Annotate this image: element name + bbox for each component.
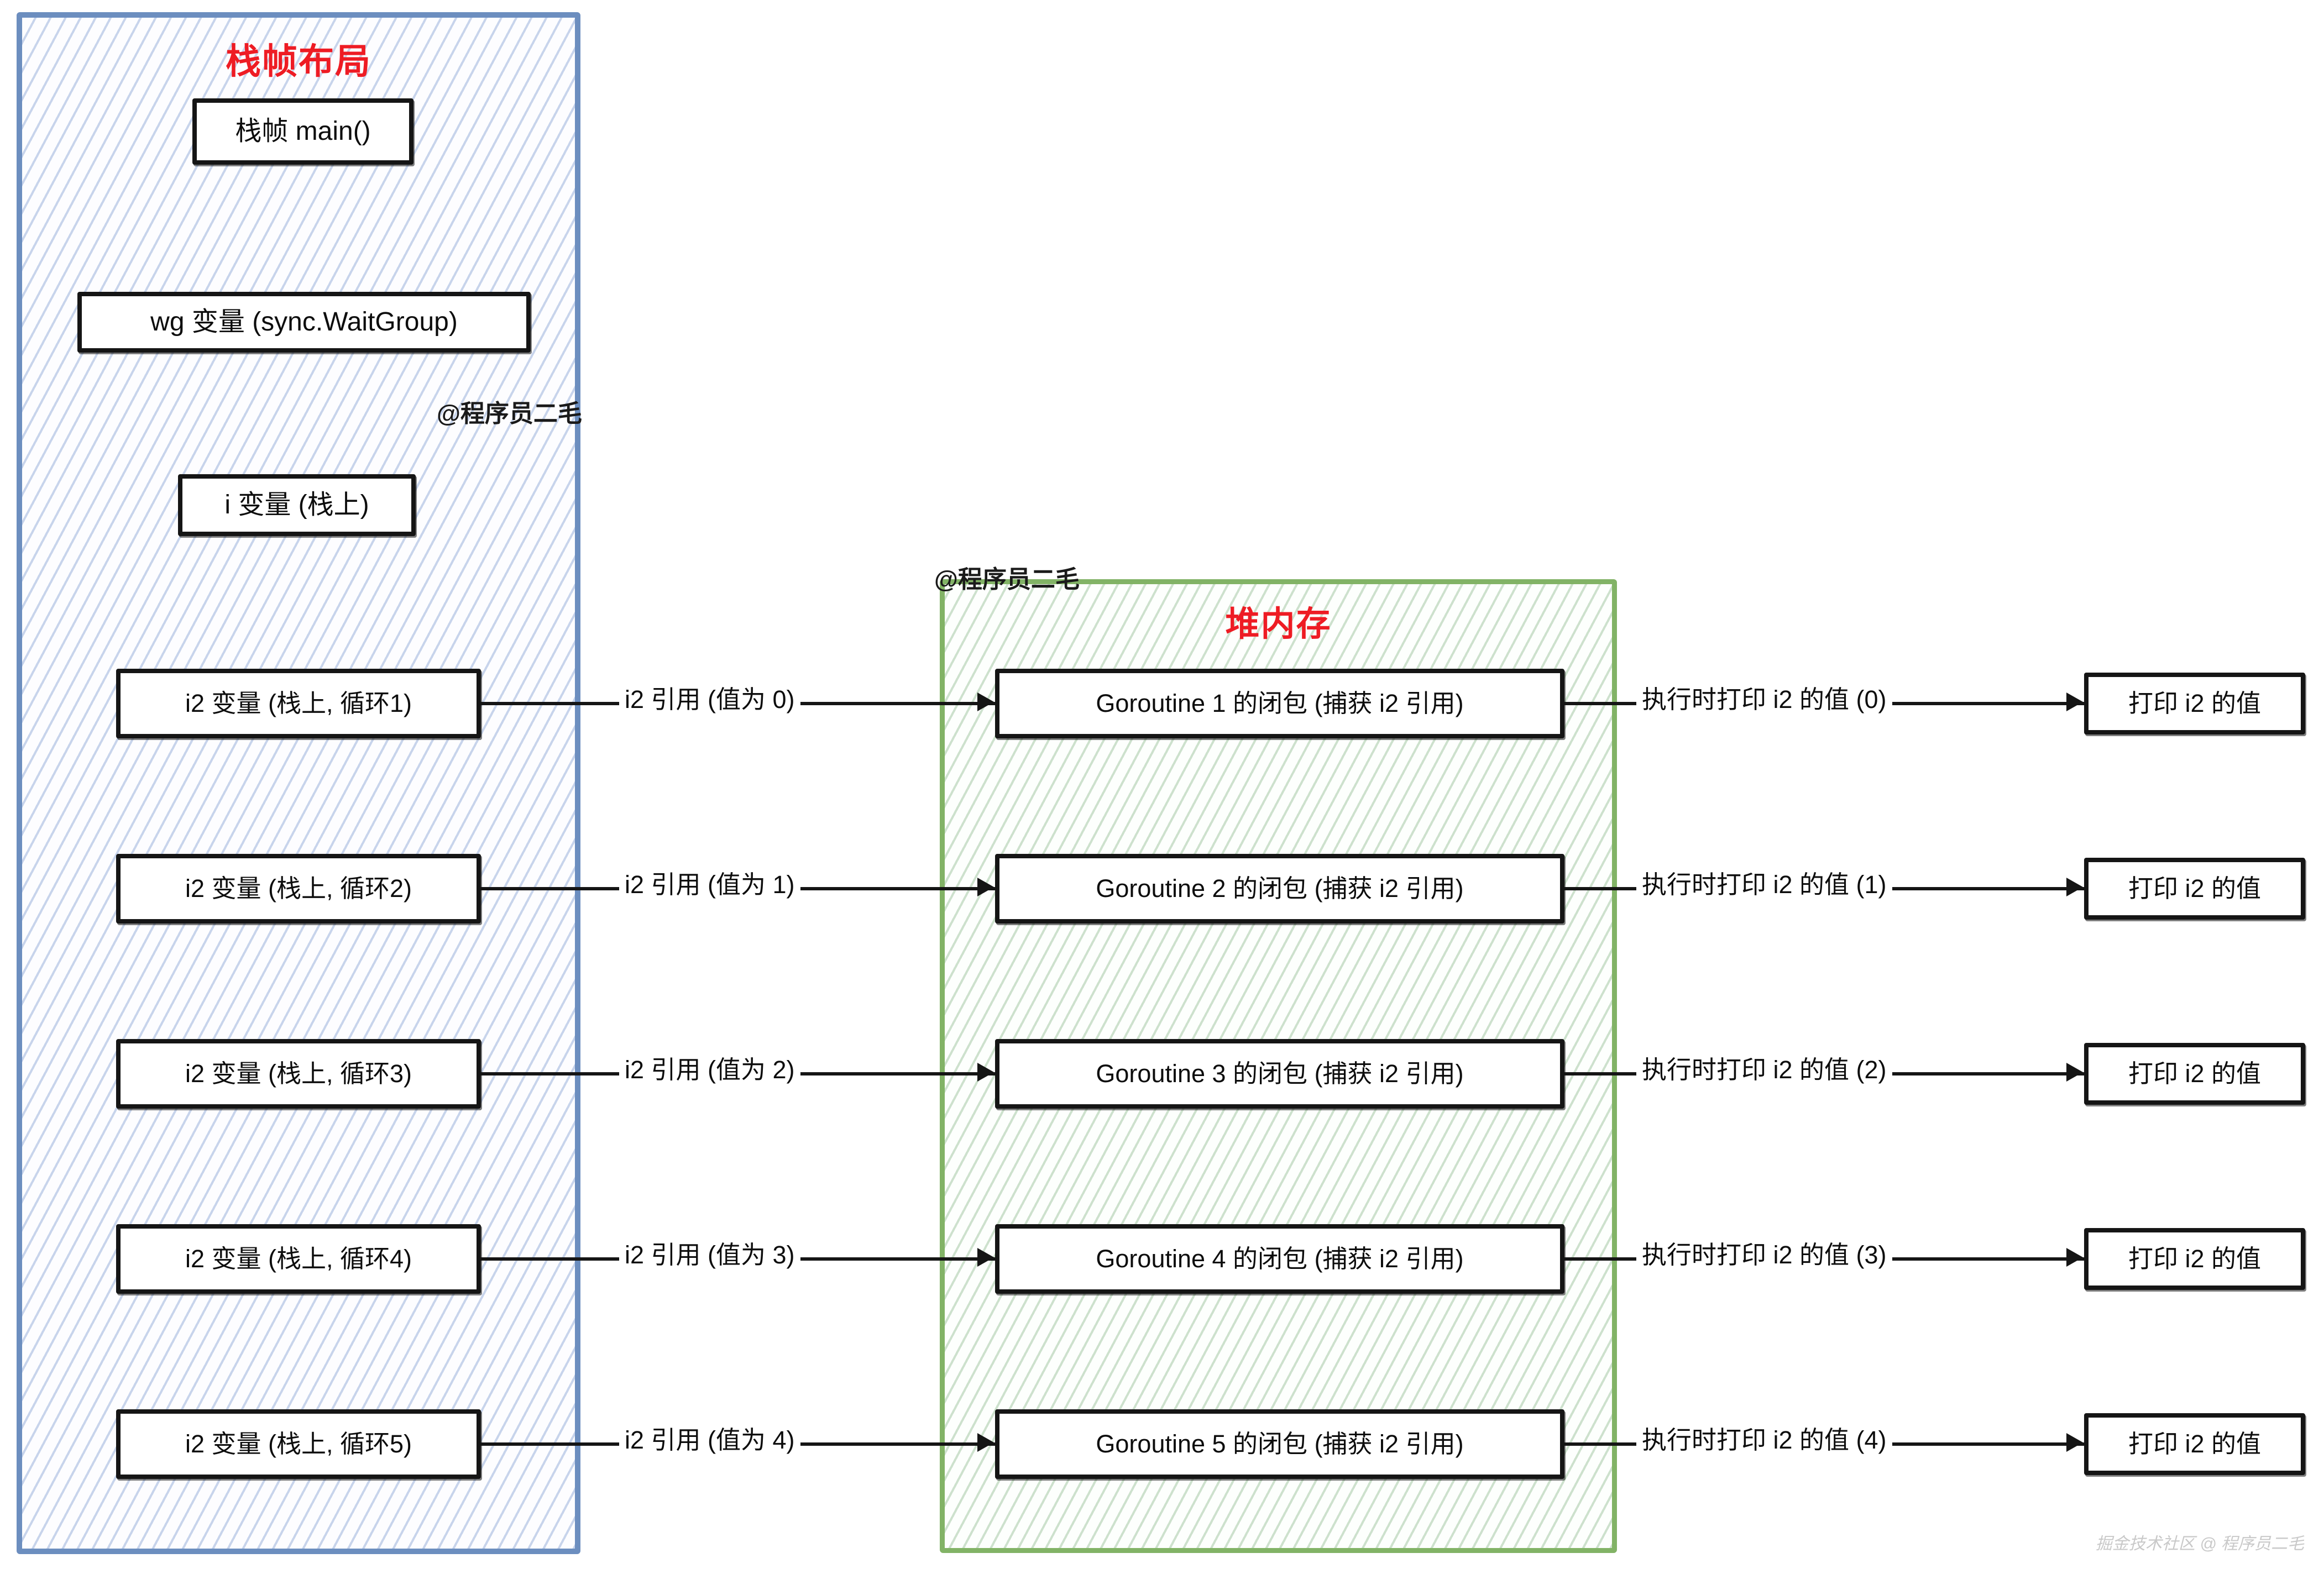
footer-watermark: 掘金技术社区 @ 程序员二毛 [2095,1535,2304,1553]
heap-watermark: @程序员二毛 [934,566,1080,593]
arrowhead-ref-4 [977,1248,994,1267]
label-ref-1: i2 引用 (值为 0) [619,687,800,712]
arrowhead-print-4 [2066,1248,2083,1267]
label-print-1: 执行时打印 i2 的值 (0) [1636,687,1892,712]
node-closure-5: Goroutine 5 的闭包 (捕获 i2 引用) [995,1409,1564,1479]
node-print-5: 打印 i2 的值 [2084,1413,2305,1475]
node-print-1: 打印 i2 的值 [2084,673,2305,734]
node-closure-4: Goroutine 4 的闭包 (捕获 i2 引用) [995,1224,1564,1294]
label-ref-2: i2 引用 (值为 1) [619,872,800,897]
arrowhead-print-1 [2066,692,2083,711]
node-i2-var-3: i2 变量 (栈上, 循环3) [116,1039,481,1109]
node-i2-var-4: i2 变量 (栈上, 循环4) [116,1224,481,1294]
label-print-5: 执行时打印 i2 的值 (4) [1636,1428,1892,1452]
arrowhead-ref-2 [977,878,994,896]
arrowhead-ref-5 [977,1433,994,1452]
label-print-2: 执行时打印 i2 的值 (1) [1636,872,1892,897]
arrowhead-print-5 [2066,1433,2083,1452]
node-print-4: 打印 i2 的值 [2084,1228,2305,1290]
stack-region-title: 栈帧布局 [226,41,371,81]
heap-region-title: 堆内存 [1225,605,1332,643]
node-i-variable: i 变量 (栈上) [178,474,416,536]
arrowhead-ref-1 [977,692,994,711]
node-wg-variable: wg 变量 (sync.WaitGroup) [77,292,531,353]
label-ref-5: i2 引用 (值为 4) [619,1428,800,1452]
stack-watermark: @程序员二毛 [437,400,582,427]
stack-frame-region [17,12,580,1554]
node-closure-3: Goroutine 3 的闭包 (捕获 i2 引用) [995,1039,1564,1109]
arrowhead-print-2 [2066,878,2083,896]
node-print-2: 打印 i2 的值 [2084,858,2305,920]
node-main-frame: 栈帧 main() [192,98,413,165]
node-i2-var-1: i2 变量 (栈上, 循环1) [116,669,481,738]
node-i2-var-2: i2 变量 (栈上, 循环2) [116,854,481,924]
label-ref-4: i2 引用 (值为 3) [619,1242,800,1267]
label-print-3: 执行时打印 i2 的值 (2) [1636,1057,1892,1082]
label-print-4: 执行时打印 i2 的值 (3) [1636,1242,1892,1267]
label-ref-3: i2 引用 (值为 2) [619,1057,800,1082]
arrowhead-ref-3 [977,1063,994,1082]
node-closure-2: Goroutine 2 的闭包 (捕获 i2 引用) [995,854,1564,924]
node-closure-1: Goroutine 1 的闭包 (捕获 i2 引用) [995,669,1564,738]
node-print-3: 打印 i2 的值 [2084,1043,2305,1105]
arrowhead-print-3 [2066,1063,2083,1082]
node-i2-var-5: i2 变量 (栈上, 循环5) [116,1409,481,1479]
